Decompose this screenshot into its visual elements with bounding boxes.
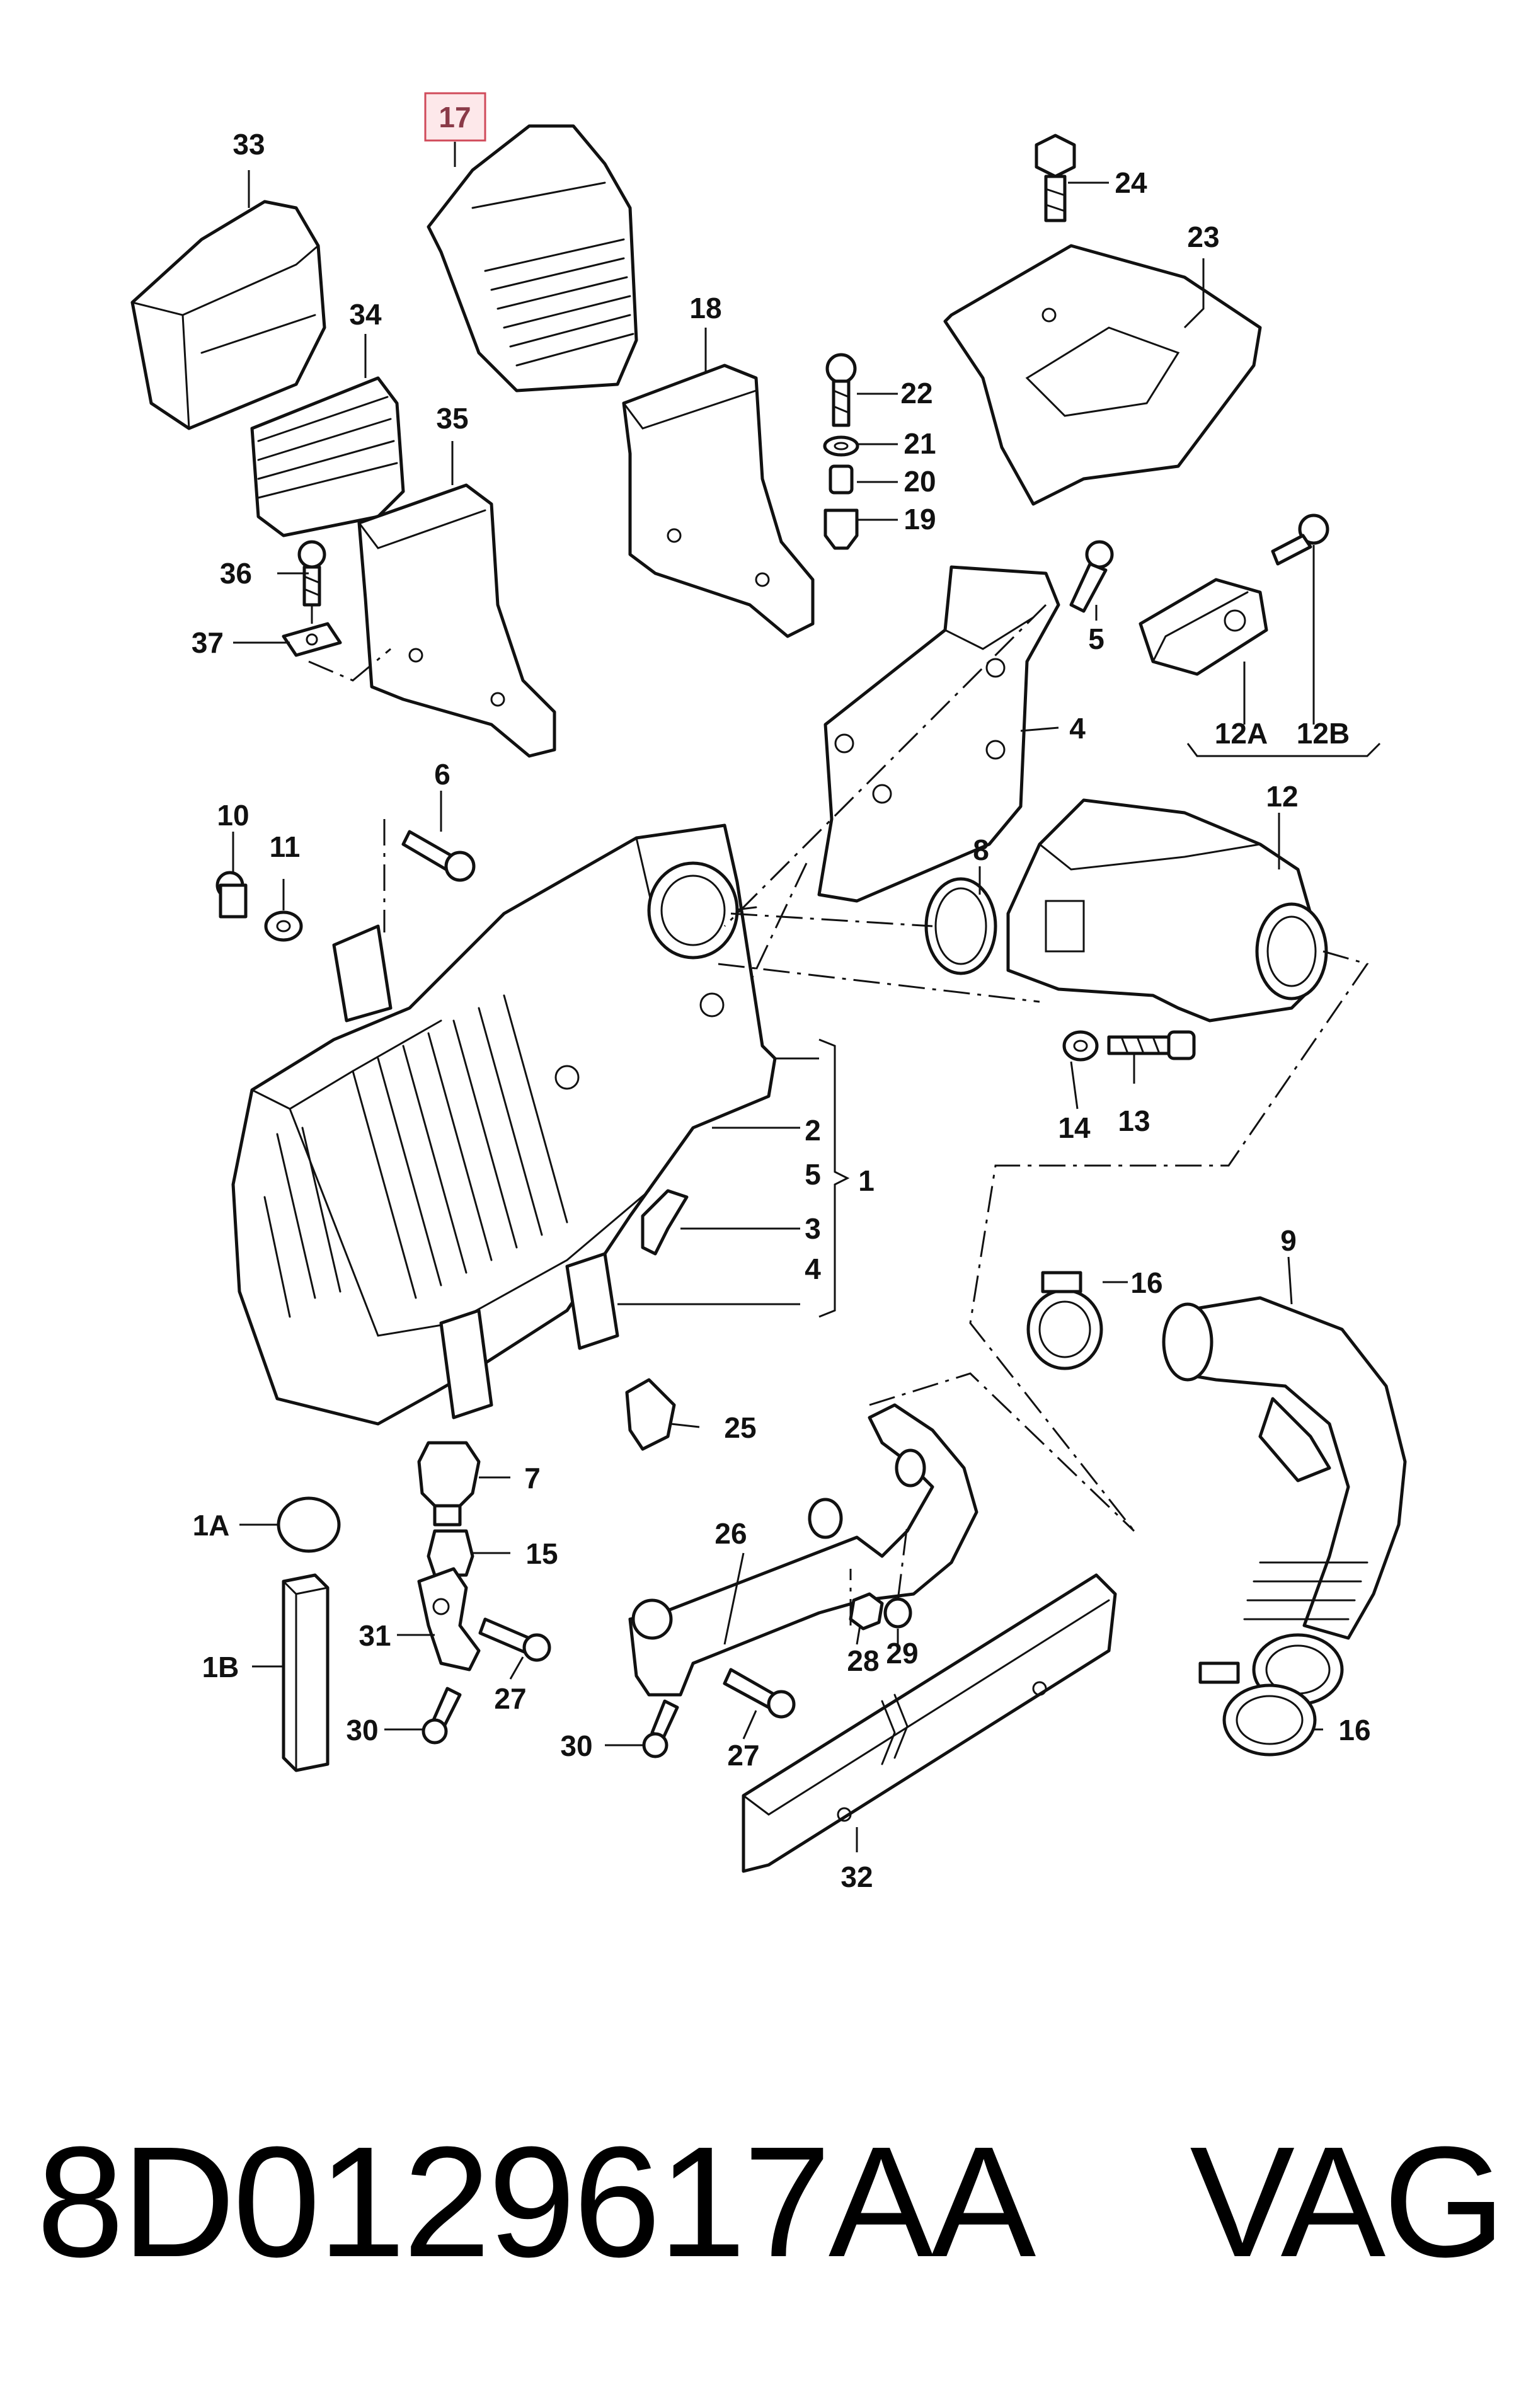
callout-33: 33 (232, 128, 265, 161)
callout-14: 14 (1058, 1111, 1091, 1144)
part-37-clip (282, 622, 342, 657)
callout-27-left: 27 (494, 1682, 526, 1715)
alignment-lines (308, 604, 1369, 1625)
part-7-mount (417, 1441, 481, 1527)
part-31-bracket (417, 1567, 481, 1671)
callout-15: 15 (525, 1537, 558, 1570)
part-20-bush (829, 464, 854, 495)
callout-5-upper: 5 (1088, 622, 1104, 655)
callout-25: 25 (724, 1411, 756, 1444)
callout-28: 28 (847, 1644, 879, 1677)
part-12a-mass-airflow-sensor (1139, 578, 1268, 676)
part-6-bolt (401, 830, 476, 882)
part-16-clamp-lower (1198, 1661, 1317, 1757)
callout-32: 32 (840, 1860, 873, 1893)
callout-16-lower: 16 (1338, 1714, 1370, 1746)
part-1-air-filter-housing (231, 823, 777, 1426)
part-9-hose (1162, 1296, 1407, 1706)
part-30-bolt-left (422, 1687, 462, 1745)
part-35-duct (357, 483, 556, 758)
callout-1: 1 (858, 1164, 875, 1197)
part-33-air-scoop (130, 200, 326, 430)
part-number-caption: 8D0129617AA VAG (37, 2114, 1506, 2290)
part-29-washer (883, 1597, 912, 1629)
callout-21: 21 (904, 427, 936, 460)
part-13-bolt (1107, 1030, 1196, 1060)
callout-1a: 1A (193, 1509, 230, 1542)
part-23-cover (943, 244, 1262, 506)
callout-4-upper: 4 (1069, 712, 1086, 745)
callout-26: 26 (714, 1517, 747, 1550)
bracket-12 (1186, 742, 1381, 757)
part-18-duct (622, 364, 815, 638)
callout-10: 10 (217, 799, 249, 832)
callout-37: 37 (192, 626, 224, 659)
callout-1b: 1B (202, 1651, 239, 1683)
callout-30-left: 30 (346, 1714, 378, 1746)
part-28-nut (849, 1592, 884, 1631)
part-15-grommet (427, 1529, 474, 1577)
callout-22: 22 (900, 377, 932, 410)
callout-27-right: 27 (727, 1739, 759, 1772)
part-16-clamp-upper (1026, 1271, 1103, 1370)
part-3-clip (641, 1189, 689, 1256)
callout-18: 18 (689, 292, 721, 324)
part-12b-screw (1271, 513, 1329, 566)
part-30-bolt-right (642, 1699, 679, 1758)
callout-34: 34 (349, 298, 382, 331)
part-4-heat-shield (817, 565, 1060, 903)
part-19-grommet (823, 508, 859, 550)
highlight-box-17 (424, 92, 486, 142)
callout-9: 9 (1280, 1224, 1297, 1257)
callout-35: 35 (436, 402, 468, 435)
callout-24: 24 (1115, 166, 1147, 199)
callout-7: 7 (524, 1462, 541, 1494)
part-26-pipe (628, 1403, 978, 1697)
leader-lines (232, 142, 1323, 1852)
part-27-bolt-left (478, 1617, 551, 1662)
callout-labels: 33 17 34 35 18 36 37 22 21 20 19 24 23 5… (192, 101, 1371, 1893)
part-5-bolt (1069, 540, 1114, 613)
callout-11: 11 (270, 830, 301, 863)
callout-4-lower: 4 (805, 1253, 821, 1285)
callout-12: 12 (1266, 780, 1298, 813)
callout-12a: 12A (1215, 717, 1268, 750)
callout-17: 17 (439, 101, 471, 134)
callout-19: 19 (904, 503, 936, 536)
part-21-washer (823, 435, 859, 457)
callout-8: 8 (973, 834, 989, 866)
callout-5-lower: 5 (805, 1158, 821, 1191)
part-1a-cap (277, 1496, 341, 1553)
part-27-bolt-right (723, 1668, 796, 1719)
part-11-grommet (264, 910, 303, 942)
part-34-bellows (250, 376, 405, 537)
callout-29: 29 (886, 1637, 918, 1670)
part-24-bolt (1035, 134, 1076, 222)
callout-36: 36 (220, 557, 252, 590)
part-22-bolt (825, 353, 857, 427)
callout-12b: 12B (1297, 717, 1350, 750)
callout-3: 3 (805, 1212, 821, 1245)
part-1b-foam-strip (282, 1573, 330, 1772)
part-17-intake-snorkel (427, 124, 638, 393)
part-32-rail (742, 1573, 1117, 1873)
callout-6: 6 (434, 758, 450, 791)
part-14-washer (1062, 1030, 1099, 1062)
callout-20: 20 (904, 465, 936, 498)
part-12-air-mass-meter (1006, 798, 1328, 1023)
callout-2: 2 (805, 1114, 821, 1147)
callout-16-upper: 16 (1130, 1266, 1162, 1299)
callout-31: 31 (359, 1619, 391, 1652)
part-10-stud (215, 871, 248, 919)
callout-30-right: 30 (560, 1729, 592, 1762)
part-25-clip (625, 1378, 676, 1451)
callout-13: 13 (1118, 1104, 1150, 1137)
callout-23: 23 (1187, 221, 1219, 253)
